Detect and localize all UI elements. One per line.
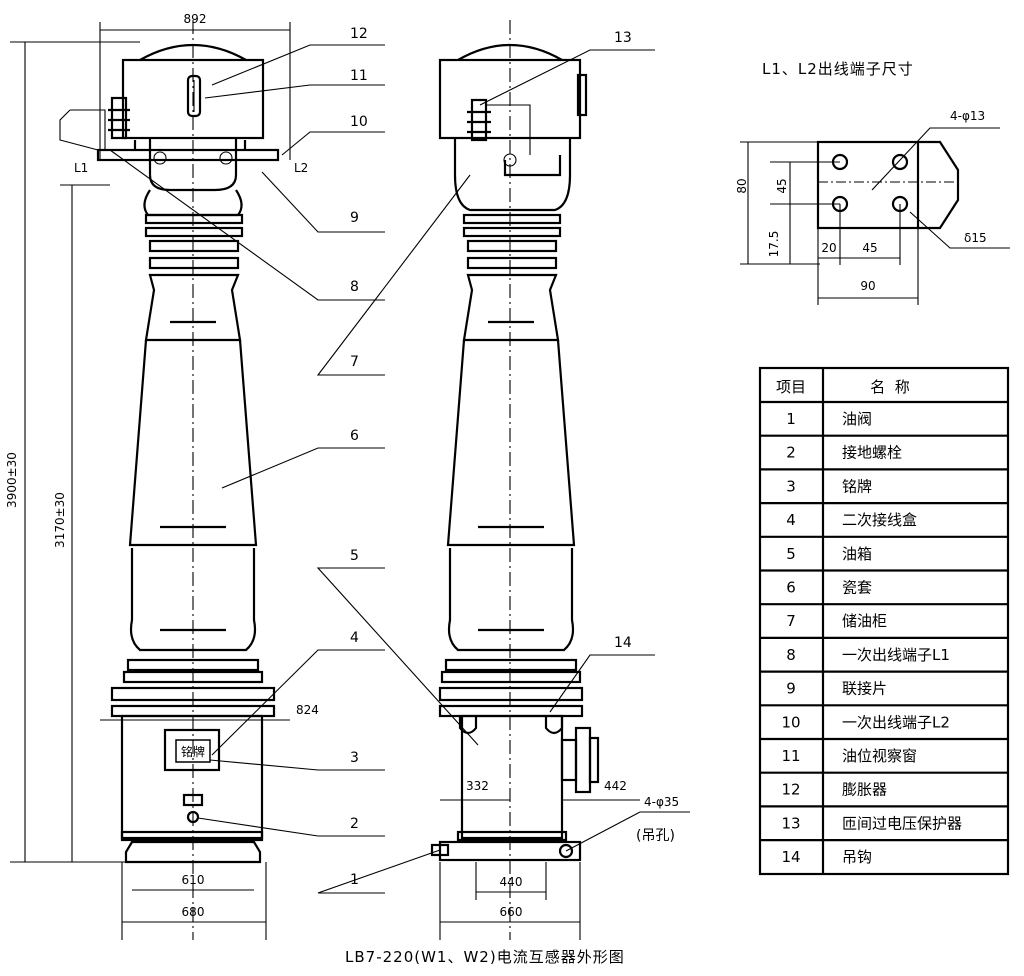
table-cell-part-name: 联接片 bbox=[842, 680, 887, 698]
callout-8: 8 bbox=[350, 279, 359, 295]
table-cell-item-number: 11 bbox=[781, 747, 800, 765]
table-cell-part-name: 油箱 bbox=[842, 545, 872, 563]
dim-lift-holes: 4-φ35 bbox=[644, 795, 679, 809]
callout-12: 12 bbox=[350, 26, 368, 42]
table-cell-item-number: 2 bbox=[786, 444, 796, 462]
terminal-detail-title: L1、L2出线端子尺寸 bbox=[762, 60, 914, 78]
table-cell-item-number: 5 bbox=[786, 545, 796, 563]
callout-2: 2 bbox=[350, 816, 359, 832]
dim-45-horizontal: 45 bbox=[862, 241, 877, 255]
left-callouts: 12 11 10 9 8 7 6 5 4 3 2 1 bbox=[350, 26, 368, 888]
dim-top-width: 892 bbox=[184, 12, 207, 26]
dim-flange: 824 bbox=[296, 703, 319, 717]
table-header-item: 项目 bbox=[776, 378, 806, 396]
table-cell-part-name: 一次出线端子L2 bbox=[842, 713, 950, 731]
table-cell-part-name: 膨胀器 bbox=[842, 781, 887, 799]
terminal-l1-label: L1 bbox=[74, 161, 88, 175]
dim-right-base-outer: 660 bbox=[500, 905, 523, 919]
table-cell-part-name: 储油柜 bbox=[842, 612, 887, 630]
front-view: 铭牌 892 3900±30 3170±30 824 610 680 L1 L2 bbox=[5, 12, 319, 940]
dim-80: 80 bbox=[735, 178, 749, 193]
dim-base-outer: 680 bbox=[182, 905, 205, 919]
dim-base-inner: 610 bbox=[182, 873, 205, 887]
callout-7: 7 bbox=[350, 354, 359, 370]
callout-4: 4 bbox=[350, 630, 359, 646]
dim-overall-height: 3900±30 bbox=[5, 452, 19, 508]
callout-6: 6 bbox=[350, 428, 359, 444]
table-cell-part-name: 油位视察窗 bbox=[842, 747, 917, 765]
table-cell-item-number: 10 bbox=[781, 713, 800, 731]
table-header-name: 名 称 bbox=[870, 378, 910, 396]
dim-20: 20 bbox=[821, 241, 836, 255]
table-cell-part-name: 瓷套 bbox=[842, 579, 872, 597]
table-cell-part-name: 铭牌 bbox=[842, 477, 872, 495]
table-cell-item-number: 3 bbox=[786, 477, 796, 495]
table-cell-item-number: 9 bbox=[786, 680, 796, 698]
left-leaders bbox=[109, 44, 479, 894]
table-cell-item-number: 6 bbox=[786, 579, 796, 597]
drawing-caption: LB7-220(W1、W2)电流互感器外形图 bbox=[345, 948, 625, 966]
table-cell-part-name: 一次出线端子L1 bbox=[842, 646, 950, 664]
table-cell-item-number: 13 bbox=[781, 814, 800, 832]
table-cell-part-name: 吊钩 bbox=[842, 848, 872, 866]
dim-45-vertical: 45 bbox=[775, 178, 789, 193]
callout-9: 9 bbox=[350, 210, 359, 226]
dim-right-box: 442 bbox=[604, 779, 627, 793]
table-cell-item-number: 8 bbox=[786, 646, 796, 664]
table-cell-item-number: 7 bbox=[786, 612, 796, 630]
table-cell-item-number: 12 bbox=[781, 781, 800, 799]
dim-right-offset: 332 bbox=[466, 779, 489, 793]
thickness-label: δ15 bbox=[964, 231, 987, 245]
side-view: 332 442 440 660 4-φ35 (吊孔) 13 14 bbox=[430, 20, 690, 940]
dim-right-base-inner: 440 bbox=[500, 875, 523, 889]
lift-holes-note: (吊孔) bbox=[636, 828, 675, 844]
holes-label: 4-φ13 bbox=[950, 109, 985, 123]
parts-table: 1 油阀 2 接地螺栓 3 铭牌 4 二次接线盒 5 油箱 6 瓷套 7 储油柜 8 一次出线端子L1 9 联接片… bbox=[758, 366, 1010, 876]
dim-90: 90 bbox=[860, 279, 875, 293]
callout-11: 11 bbox=[350, 68, 368, 84]
terminal-detail: L1、L2出线端子尺寸 80 45 17.5 20 45 90 4-φ13 δ1… bbox=[735, 60, 1010, 305]
callout-5: 5 bbox=[350, 548, 359, 564]
table-cell-item-number: 14 bbox=[781, 848, 800, 866]
table-cell-item-number: 1 bbox=[786, 410, 796, 428]
table-cell-part-name: 油阀 bbox=[842, 410, 872, 428]
table-cell-part-name: 接地螺栓 bbox=[842, 444, 902, 462]
dim-17-5: 17.5 bbox=[767, 231, 781, 258]
table-cell-item-number: 4 bbox=[786, 511, 796, 529]
callout-10: 10 bbox=[350, 114, 368, 130]
table-cell-part-name: 匝间过电压保护器 bbox=[842, 814, 962, 832]
callout-3: 3 bbox=[350, 750, 359, 766]
dim-mid-height: 3170±30 bbox=[53, 492, 67, 548]
table-cell-part-name: 二次接线盒 bbox=[842, 511, 917, 529]
terminal-l2-label: L2 bbox=[294, 161, 308, 175]
callout-14: 14 bbox=[614, 635, 632, 651]
callout-13: 13 bbox=[614, 30, 632, 46]
callout-1: 1 bbox=[350, 872, 359, 888]
